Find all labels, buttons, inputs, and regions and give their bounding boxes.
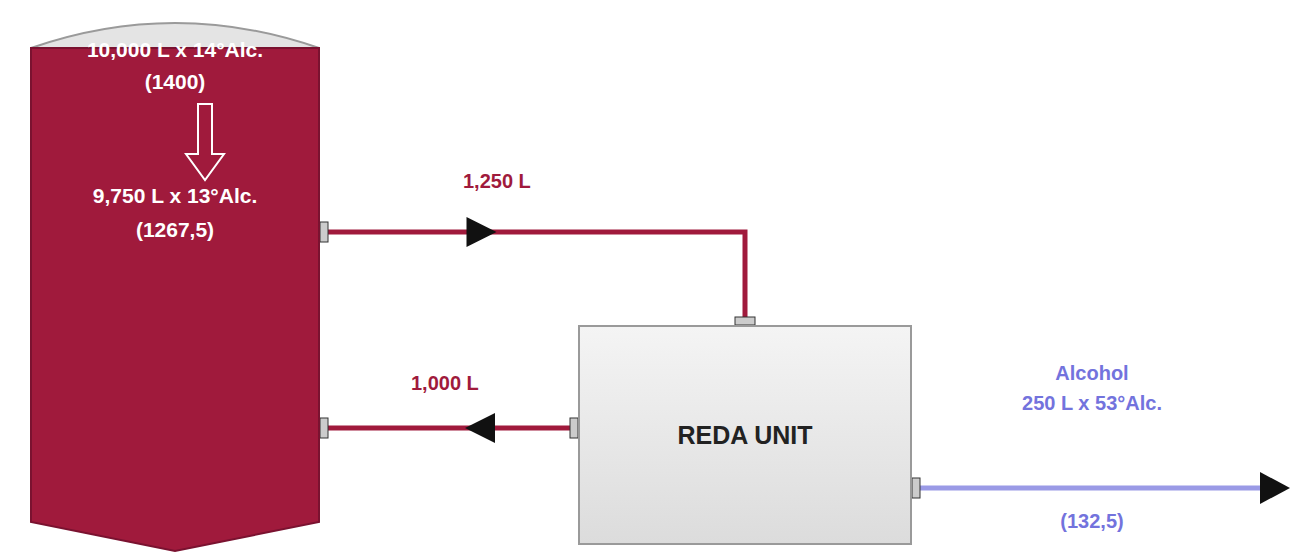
flow-volume: 1,250 L <box>460 170 534 193</box>
outlet-arrowhead <box>1260 472 1290 504</box>
volume-strength: 9,750 L x 13°Alc. <box>93 184 257 208</box>
alcohol-output-label: 250 L x 53°Alc. <box>1022 392 1162 415</box>
pipe-connector <box>320 232 745 325</box>
flange <box>912 478 920 498</box>
outlet-pipe <box>914 486 1262 491</box>
process-box: REDA UNIT <box>578 325 912 545</box>
flange <box>320 222 328 242</box>
flange <box>320 418 328 438</box>
pipe-connector <box>320 426 578 431</box>
flow-arrowhead <box>465 413 495 443</box>
alcohol-output-label: Alcohol <box>1055 362 1128 385</box>
flow-volume: 1,000 L <box>408 372 482 395</box>
alcohol-total: (1267,5) <box>136 218 214 242</box>
flange <box>570 418 578 438</box>
wine-tank: 10,000 L x 14°Alc. (1400) 9,750 L x 13°Alc… <box>30 4 320 553</box>
volume-strength: 10,000 L x 14°Alc. <box>87 38 263 62</box>
alcohol-total: (1400) <box>145 70 206 94</box>
alcohol-output-label: (132,5) <box>1060 510 1123 533</box>
unit-name: REDA UNIT <box>677 421 812 450</box>
flow-arrowhead <box>467 217 497 247</box>
flange <box>735 317 755 325</box>
